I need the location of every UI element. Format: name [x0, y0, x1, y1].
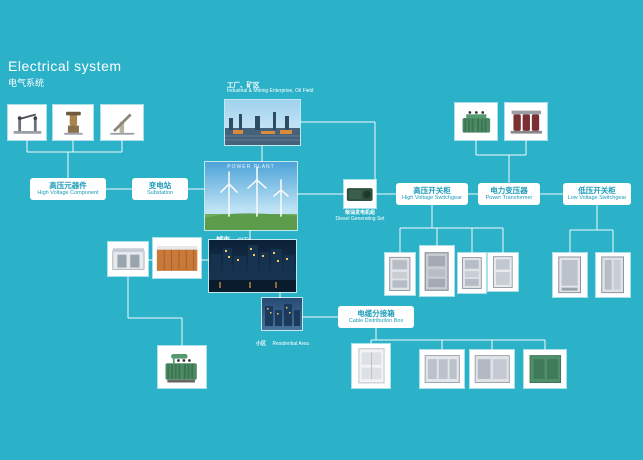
dry-transformer-icon — [510, 110, 542, 134]
hv-cabinet-1-image — [385, 253, 415, 295]
power-plant-photo: POWER PLANT — [205, 162, 297, 230]
industrial-caption: 工厂、矿区 Industrial & Mining Enterprise, Oi… — [227, 82, 317, 95]
node-power-transformer: 电力变压器 Power Transformer — [478, 183, 540, 205]
generator-caption-en: Diesel Generating Set — [335, 215, 385, 222]
hv-cabinet-2-image — [420, 246, 454, 296]
ring-main-unit-2-image — [470, 350, 514, 388]
cable-box-icon — [357, 348, 385, 384]
switchgear-cabinet-icon — [493, 256, 513, 288]
hvs-label-zh: 高压开关柜 — [413, 185, 451, 195]
industrial-area-photo — [225, 100, 300, 145]
oil-transformer-icon — [165, 354, 197, 383]
lv-cabinet-2-image — [596, 253, 630, 297]
oil-transformer-small-image — [455, 103, 497, 140]
outdoor-cabinet-green-image — [524, 350, 566, 388]
switchgear-cabinet-icon — [462, 257, 482, 289]
page-subtitle: 电气系统 — [8, 78, 45, 88]
cable-distribution-cabinet-image — [352, 344, 390, 388]
substation-label-zh: 变电站 — [148, 180, 172, 190]
ring-main-unit-icon — [424, 355, 460, 383]
generator-caption: 柴油发电机组 Diesel Generating Set — [330, 210, 390, 223]
node-high-voltage-switchgear: 高压开关柜 High Voltage Switchgear — [396, 183, 468, 205]
power-plant-caption: POWER PLANT — [227, 164, 275, 170]
residential-caption-zh: 小区 — [256, 341, 267, 347]
box-substation-image — [108, 242, 148, 276]
hv-cabinet-3-image — [458, 253, 486, 293]
residential-caption: 小区 Residential Area — [256, 332, 326, 350]
switchgear-cabinet-icon — [558, 256, 582, 294]
dry-transformer-image — [505, 103, 547, 140]
node-cable-distribution-box: 电缆分接箱 Cable Distribution Box — [338, 306, 414, 328]
industrial-caption-zh: 工厂、矿区 — [227, 82, 260, 89]
hvs-label-en: High Voltage Switchgear — [402, 195, 462, 202]
oil-transformer-large-image — [158, 346, 206, 388]
hvc-label-en: High Voltage Component — [37, 190, 99, 197]
cdb-label-zh: 电缆分接箱 — [357, 308, 395, 318]
disconnect-switch-icon — [13, 113, 41, 134]
residential-caption-en: Residential Area — [272, 341, 309, 347]
hv-cabinet-4-image — [488, 253, 518, 291]
page-title: Electrical system — [8, 58, 122, 74]
residential-area-photo — [262, 298, 302, 330]
box-substation-icon — [111, 247, 145, 270]
container-substation-icon — [156, 246, 198, 271]
cdb-label-en: Cable Distribution Box — [348, 318, 404, 325]
lvs-label-en: Low Voltage Switchgear — [567, 195, 627, 202]
hvc-label-zh: 高压元器件 — [49, 180, 87, 190]
node-substation: 变电站 Substation — [132, 178, 188, 200]
substation-label-en: Substation — [147, 190, 173, 197]
node-low-voltage-switchgear: 低压开关柜 Low Voltage Switchgear — [563, 183, 631, 205]
switchgear-cabinet-icon — [601, 256, 625, 294]
switchgear-cabinet-icon — [425, 251, 449, 291]
node-high-voltage-component: 高压元器件 High Voltage Component — [30, 178, 106, 200]
lv-cabinet-1-image — [553, 253, 587, 297]
container-substation-image — [153, 238, 201, 278]
disconnect-switch-image — [8, 105, 46, 140]
pt-label-zh: 电力变压器 — [490, 185, 528, 195]
dropout-fuse-icon — [110, 113, 134, 135]
city-photo — [209, 240, 296, 292]
instrument-transformer-icon — [63, 111, 83, 135]
switchgear-cabinet-icon — [389, 256, 411, 292]
pt-label-en: Power Transformer — [485, 195, 533, 202]
ring-main-unit-1-image — [420, 350, 464, 388]
dropout-fuse-image — [101, 105, 143, 140]
lvs-label-zh: 低压开关柜 — [578, 185, 616, 195]
generator-caption-zh: 柴油发电机组 — [344, 210, 375, 216]
diesel-generator-icon — [347, 188, 373, 202]
industrial-caption-en: Industrial & Mining Enterprise, Oil Fiel… — [227, 88, 314, 95]
ring-main-unit-icon — [474, 355, 510, 383]
diesel-generator-image — [344, 180, 376, 208]
outdoor-cabinet-icon — [529, 355, 561, 383]
instrument-transformer-image — [53, 105, 93, 140]
title-block: Electrical system 电气系统 — [8, 58, 122, 89]
oil-transformer-icon — [462, 110, 490, 133]
